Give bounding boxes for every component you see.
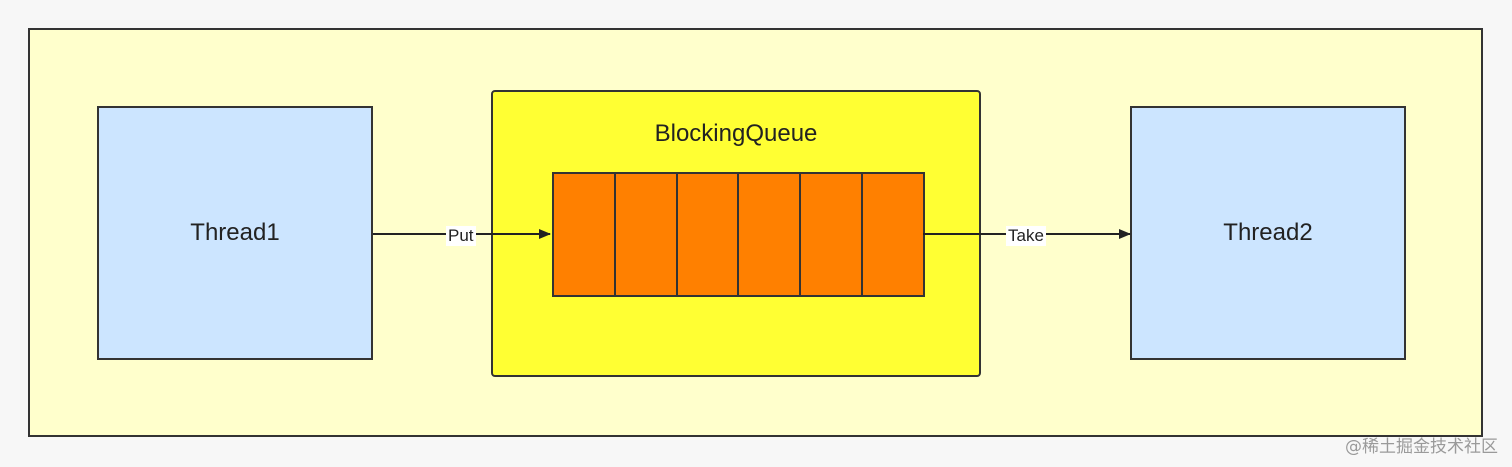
thread1-label: Thread1 [190, 219, 280, 246]
queue-slot [863, 174, 923, 295]
queue-slot [615, 174, 678, 295]
queue-slot [554, 174, 616, 295]
put-edge-label: Put [446, 226, 476, 246]
blocking-queue-title: BlockingQueue [654, 120, 818, 147]
thread1-node: Thread1 [97, 106, 373, 360]
take-edge-label: Take [1006, 226, 1046, 246]
queue-slots [552, 172, 925, 297]
queue-slot [677, 174, 740, 295]
watermark: @稀土掘金技术社区 [1345, 437, 1498, 457]
queue-slot [739, 174, 802, 295]
thread2-node: Thread2 [1130, 106, 1406, 360]
thread2-label: Thread2 [1223, 219, 1313, 246]
blocking-queue-node: BlockingQueue [491, 90, 981, 377]
queue-slot [801, 174, 864, 295]
